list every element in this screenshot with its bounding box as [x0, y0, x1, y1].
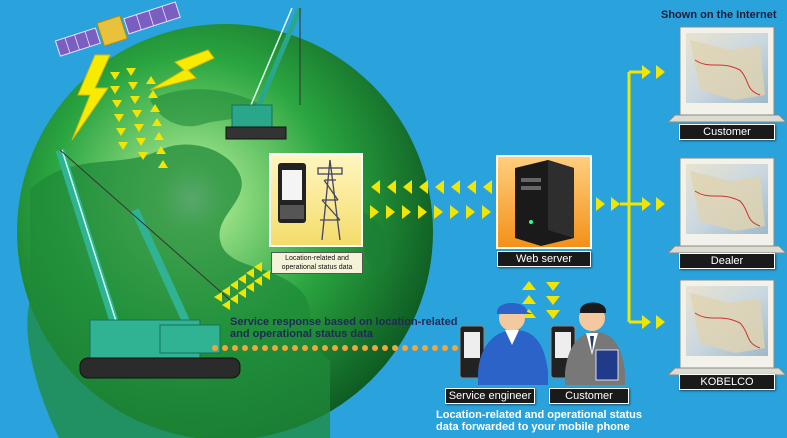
customer-figure [550, 302, 625, 385]
lightning-bolt-icon [71, 54, 111, 141]
satellite-icon [54, 1, 181, 57]
location-data-label-line1: Location-related and [285, 255, 349, 262]
laptop-customer-icon [666, 26, 787, 123]
crane-signal-arrows [214, 262, 270, 310]
service-response-dotted-line [212, 345, 458, 351]
customer-mobile-label: Customer [549, 388, 629, 404]
customer-laptop-label: Customer [679, 124, 775, 140]
mobile-forward-line2: data forwarded to your mobile phone [436, 421, 630, 433]
laptop-kobelco-icon [666, 279, 787, 376]
service-engineer-figure [459, 303, 548, 385]
location-data-label-line2: operational status data [281, 264, 353, 271]
service-engineer-label: Service engineer [445, 388, 535, 404]
service-response-line2: and operational status data [230, 328, 374, 340]
crawler-crane-large-icon [55, 148, 241, 379]
location-data-label: Location-related and operational status … [271, 252, 363, 274]
service-response-caption: Service response based on location-relat… [230, 316, 470, 340]
mobile-forward-line1: Location-related and operational status [436, 409, 642, 421]
tower-server-arrows [370, 180, 492, 219]
web-server-icon [496, 155, 592, 249]
service-response-line1: Service response based on location-relat… [230, 316, 458, 328]
internet-distribution-line [620, 70, 642, 324]
server-to-internet-arrows [596, 197, 620, 211]
satellite-signal-arrows [110, 68, 168, 168]
internet-arrows [642, 65, 665, 329]
dealer-laptop-label: Dealer [679, 253, 775, 269]
server-mobile-arrows [522, 281, 560, 319]
kobelco-laptop-label: KOBELCO [679, 374, 775, 390]
shown-on-internet-caption: Shown on the Internet [661, 9, 777, 21]
web-server-label: Web server [497, 251, 591, 267]
laptop-dealer-icon [666, 157, 787, 254]
lightning-bolt-icon [149, 49, 215, 91]
mobile-forward-caption: Location-related and operational status … [436, 409, 676, 433]
crawler-crane-small-icon [225, 7, 303, 140]
base-station-panel [269, 153, 363, 247]
